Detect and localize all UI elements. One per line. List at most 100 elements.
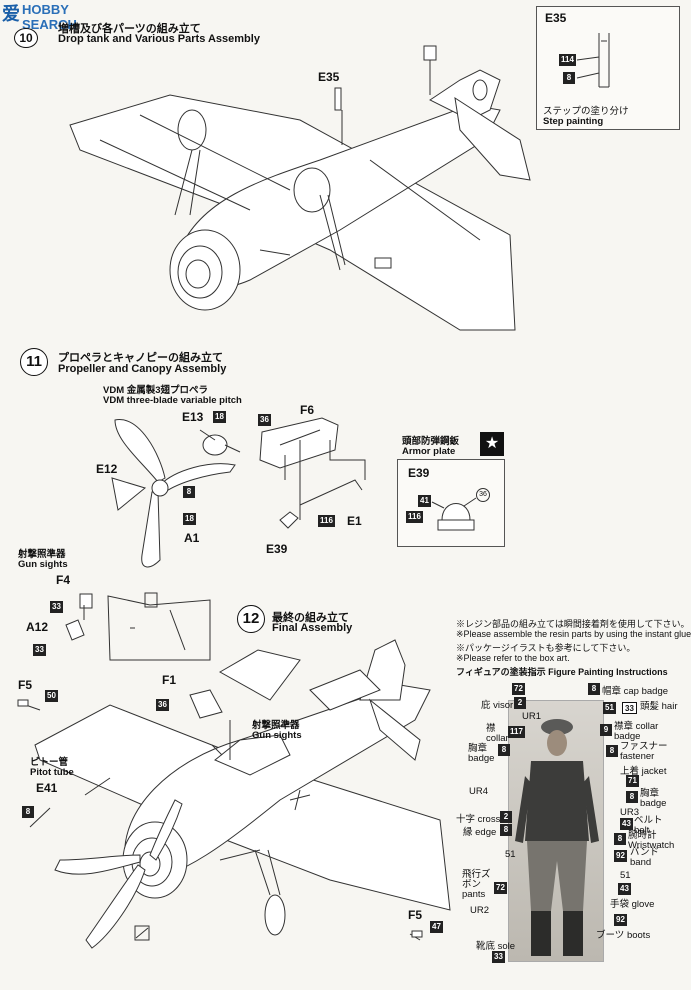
prop-title-en: VDM three-blade variable pitch xyxy=(103,395,242,406)
prop-e13: E13 xyxy=(182,410,204,424)
fig-l-cross-c: 2 xyxy=(500,811,512,823)
figure-silhouette xyxy=(515,719,599,956)
fig-r-fastener-c: 8 xyxy=(606,745,618,757)
s12-title-en: Final Assembly xyxy=(272,622,353,634)
final-color-47: 47 xyxy=(430,921,443,933)
fig-r-capbadge-c: 8 xyxy=(588,683,600,695)
final-f1: F1 xyxy=(162,673,177,687)
canopy-f6: F6 xyxy=(300,403,315,417)
logo-mark: 爱 xyxy=(2,4,20,24)
logo-text: HOBBY SEARCH xyxy=(22,2,77,32)
s11-title-en: Propeller and Canopy Assembly xyxy=(58,363,227,375)
gun-color-33a: 33 xyxy=(50,601,63,613)
fig-r-collarbadge: 襟章 collar badge xyxy=(614,721,659,742)
fig-l-pants-c: 72 xyxy=(494,882,507,894)
gun-color-33b: 33 xyxy=(33,644,46,656)
fig-l-ur2: UR2 xyxy=(470,905,490,916)
fig-r-watch: 腕時計 Wristwatch xyxy=(628,830,675,851)
fig-l-51: 51 xyxy=(505,849,516,860)
armor-color-116: 116 xyxy=(406,511,423,523)
fig-r-hair: 頭髪 hair xyxy=(640,701,678,712)
fig-r-band: バンド band xyxy=(630,847,659,868)
prop-color-18a: 18 xyxy=(213,411,226,423)
inset-caption-en: Step painting xyxy=(543,116,604,127)
fig-l-sole-c: 33 xyxy=(492,951,505,963)
s10-title-en: Drop tank and Various Parts Assembly xyxy=(58,33,260,45)
fig-r-boots: ブーツ boots xyxy=(596,930,651,941)
figure-photo xyxy=(508,700,604,962)
inset-part-label: E35 xyxy=(545,11,567,25)
armor-inset: E39 41 116 36 xyxy=(397,459,505,547)
figure-title: フィギュアの塗装指示 Figure Painting Instructions xyxy=(456,667,668,677)
canopy-e1: E1 xyxy=(347,514,362,528)
pitot-color-8: 8 xyxy=(22,806,34,818)
step-11-circle: 11 xyxy=(20,348,48,376)
fig-r-hair-c1: 51 xyxy=(603,702,616,714)
canopy-color-36: 36 xyxy=(258,414,271,426)
fig-l-ur1: UR1 xyxy=(522,711,542,722)
fig-r-capbadge: 帽章 cap badge xyxy=(602,686,669,697)
armor-drawing xyxy=(431,497,477,531)
canopy-color-116: 116 xyxy=(318,515,335,527)
gun-title-en: Gun sights xyxy=(18,559,68,570)
final-gs-en: Gun sights xyxy=(252,730,302,741)
s12-title-jp: 最終の組み立て xyxy=(272,612,349,624)
inset-color-114: 114 xyxy=(559,54,576,66)
fig-r-belt: ベルト belt xyxy=(634,815,663,836)
gun-title-jp: 射撃照準器 xyxy=(18,549,66,560)
fig-r-glove-c: 43 xyxy=(618,883,631,895)
s11-title-jp: プロペラとキャノピーの組み立て xyxy=(58,352,223,364)
fig-l-edge-c: 8 xyxy=(500,824,512,836)
fig-l-visor-c1: 72 xyxy=(512,683,525,695)
gun-a12: A12 xyxy=(26,620,49,634)
pitot-title-en: Pitot tube xyxy=(30,767,74,778)
armor-color-36: 36 xyxy=(476,488,490,502)
note-4: ※Please refer to the box art. xyxy=(456,653,570,663)
fig-r-jacket: 上着 jacket xyxy=(620,766,667,777)
s10-title-jp: 増槽及び各パーツの組み立て xyxy=(58,23,201,35)
inset-step-drawing xyxy=(576,33,610,88)
final-f5b: F5 xyxy=(408,908,423,922)
fig-l-collar: 襟 collar xyxy=(486,723,509,744)
s10-part-e35: E35 xyxy=(318,70,340,84)
note-2: ※Please assemble the resin parts by usin… xyxy=(456,629,691,639)
armor-title-en: Armor plate xyxy=(402,446,456,457)
fig-r-ur3: UR3 xyxy=(620,807,640,818)
fig-l-sole: 靴底 sole xyxy=(476,941,516,952)
step-10-circle: 10 xyxy=(14,28,38,48)
fig-l-cross: 十字 cross xyxy=(456,814,501,825)
prop-color-18b: 18 xyxy=(183,513,196,525)
fig-r-band-c: 92 xyxy=(614,850,627,862)
fig-r-fastener: ファスナー fastener xyxy=(620,741,668,762)
inset-caption-jp: ステップの塗り分け xyxy=(543,106,629,117)
fig-r-glove: 手袋 glove xyxy=(610,899,655,910)
note-3: ※パッケージイラストも参考にして下さい。 xyxy=(456,643,636,653)
armor-title-jp: 頭部防弾鋼鈑 xyxy=(402,436,460,447)
pitot-e41: E41 xyxy=(36,781,58,795)
step-12-circle: 12 xyxy=(237,605,265,633)
prop-e12: E12 xyxy=(96,462,118,476)
fig-l-visor-c2: 2 xyxy=(514,697,526,709)
fig-r-collarbadge-c: 9 xyxy=(600,724,612,736)
prop-color-8: 8 xyxy=(183,486,195,498)
inset-color-8: 8 xyxy=(563,72,575,84)
fig-r-badge-c: 8 xyxy=(626,791,638,803)
gun-f4: F4 xyxy=(56,573,71,587)
canopy-e39: E39 xyxy=(266,542,288,556)
final-color-36: 36 xyxy=(156,699,169,711)
final-color-50: 50 xyxy=(45,690,58,702)
fig-l-badge-c: 8 xyxy=(498,744,510,756)
prop-a1: A1 xyxy=(184,531,200,545)
note-1: ※レジン部品の組み立ては瞬間接着剤を使用して下さい。 xyxy=(456,619,690,629)
step-painting-inset: E35 114 8 ステップの塗り分け Step painting xyxy=(536,6,680,130)
fig-l-visor: 庇 visor xyxy=(481,700,514,711)
pitot-title-jp: ピトー管 xyxy=(30,757,69,768)
fig-r-boots-c: 92 xyxy=(614,914,627,926)
fig-r-51: 51 xyxy=(620,870,631,881)
fig-l-pants: 飛行ズボン pants xyxy=(462,869,491,900)
